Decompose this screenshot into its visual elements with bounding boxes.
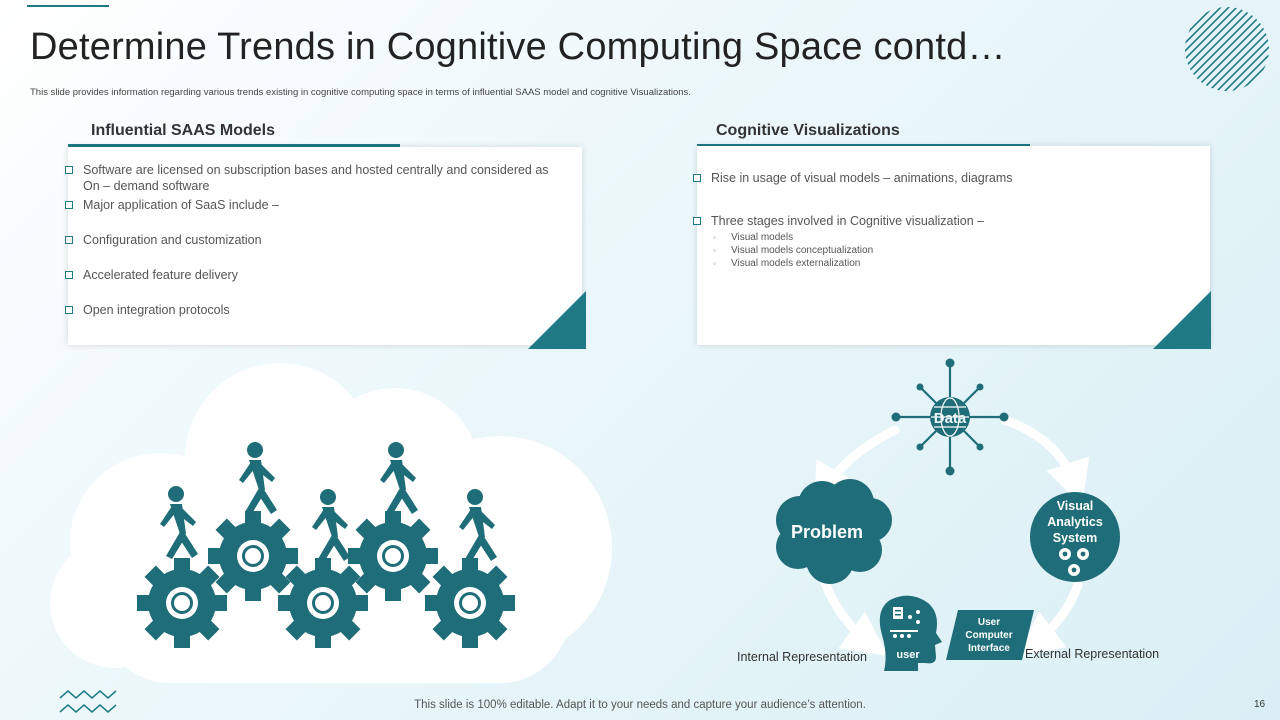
list-item: Rise in usage of visual models – animati… — [693, 170, 1193, 213]
square-bullet-icon — [693, 174, 701, 182]
square-bullet-icon — [693, 217, 701, 225]
card-corner-right — [1153, 291, 1211, 349]
square-bullet-icon — [65, 166, 73, 174]
svg-text:Visual: Visual — [1057, 499, 1094, 513]
list-item: Accelerated feature delivery — [65, 267, 565, 302]
top-accent-line — [27, 5, 109, 7]
sub-list-item: Visual models externalization — [711, 257, 1193, 270]
visual-analytics-circle — [1030, 492, 1120, 582]
person-icon — [239, 442, 277, 515]
right-panel-rule — [697, 144, 1030, 147]
list-item: Configuration and customization — [65, 232, 565, 267]
internal-representation-label: Internal Representation — [737, 650, 867, 664]
card-corner-left — [528, 291, 586, 349]
list-item: Three stages involved in Cognitive visua… — [693, 213, 1193, 270]
gear-icon — [137, 558, 227, 648]
right-panel-heading: Cognitive Visualizations — [716, 122, 900, 139]
problem-label: Problem — [791, 522, 863, 542]
square-bullet-icon — [65, 306, 73, 314]
square-bullet-icon — [65, 271, 73, 279]
data-label: Data — [934, 410, 967, 427]
uci-shape — [946, 610, 1034, 660]
list-item: Major application of SaaS include – — [65, 197, 565, 232]
person-icon — [459, 489, 497, 562]
sub-list: Visual models Visual models conceptualiz… — [711, 231, 1193, 270]
left-panel-heading: Influential SAAS Models — [91, 122, 276, 139]
list-item: Software are licensed on subscription ba… — [65, 162, 565, 197]
gear-icon — [208, 511, 298, 601]
sub-list-item: Visual models conceptualization — [711, 244, 1193, 257]
cognitive-visualization-diagram: Data Problem Visual Analytics System use… — [776, 358, 1120, 671]
square-bullet-icon — [65, 201, 73, 209]
zigzag-icon — [59, 690, 117, 713]
footer-text: This slide is 100% editable. Adapt it to… — [414, 699, 866, 711]
left-bullet-list: Software are licensed on subscription ba… — [65, 162, 565, 337]
right-bullet-list: Rise in usage of visual models – animati… — [693, 170, 1193, 270]
gear-icon — [278, 558, 368, 648]
svg-text:Analytics: Analytics — [1047, 515, 1103, 529]
person-icon — [380, 442, 418, 515]
stripes-circle-icon — [1185, 7, 1269, 91]
gear-icon — [348, 511, 438, 601]
square-bullet-icon — [65, 236, 73, 244]
svg-text:Computer: Computer — [965, 630, 1012, 641]
gear-icon — [425, 558, 515, 648]
left-panel-rule — [68, 144, 400, 147]
problem-cloud-shape — [776, 479, 892, 584]
svg-text:User: User — [978, 617, 1000, 628]
svg-text:Interface: Interface — [968, 643, 1010, 654]
people-on-gears-illustration — [137, 442, 515, 648]
left-panel-card — [68, 147, 582, 345]
list-item: Open integration protocols — [65, 302, 565, 337]
person-icon — [312, 489, 350, 562]
page-number: 16 — [1254, 699, 1266, 710]
person-icon — [160, 486, 198, 559]
slide-title: Determine Trends in Cognitive Computing … — [30, 26, 1006, 68]
slide-subtitle: This slide provides information regardin… — [30, 87, 691, 98]
user-label: user — [896, 649, 920, 661]
sub-list-item: Visual models — [711, 231, 1193, 244]
external-representation-label: External Representation — [1025, 647, 1160, 661]
svg-text:System: System — [1053, 531, 1097, 545]
